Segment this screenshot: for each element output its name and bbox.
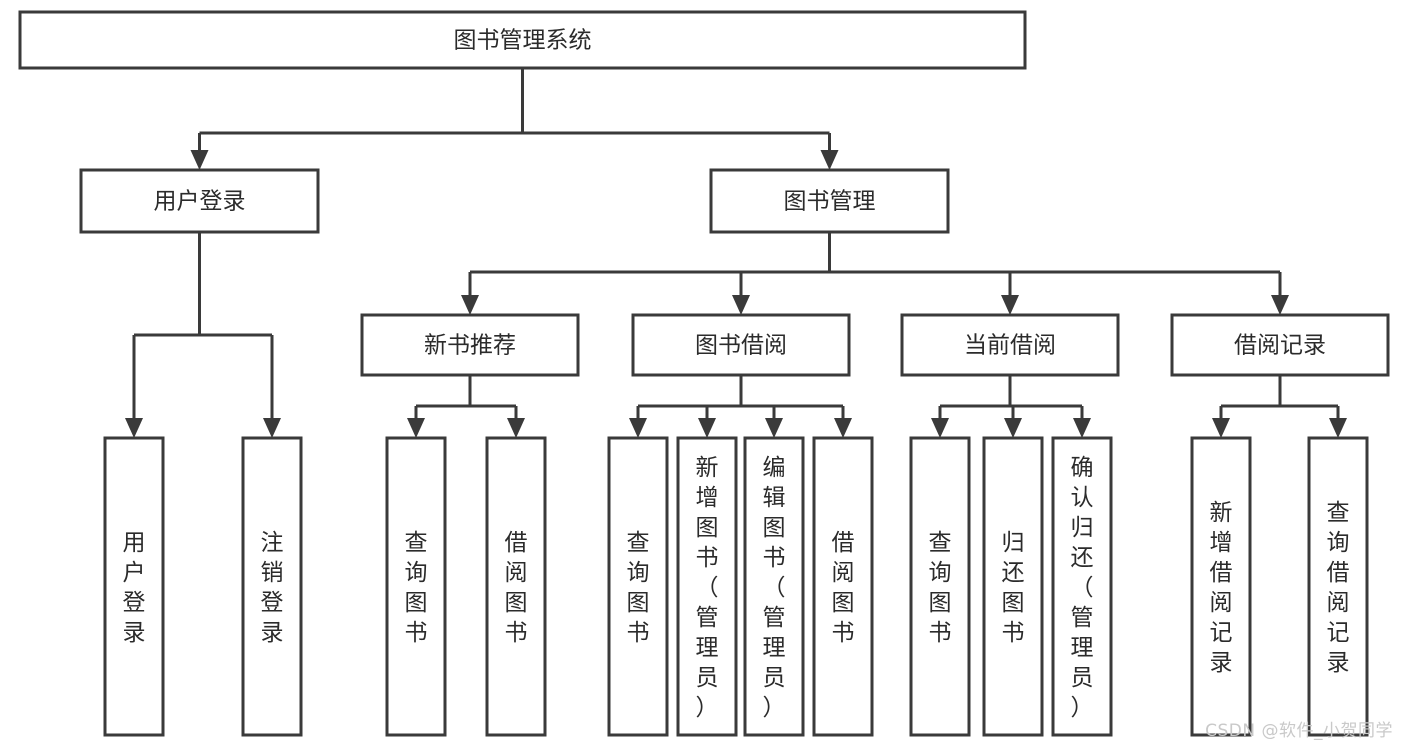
node-label-book-borrow: 图书借阅 bbox=[695, 333, 787, 359]
node-book-borrow[interactable]: 图书借阅 bbox=[631, 313, 851, 377]
connector-layer bbox=[125, 68, 1347, 438]
node-label-leaf-add-book-admin: 新增图书（管理员） bbox=[696, 455, 719, 721]
node-box-book-borrow[interactable] bbox=[631, 313, 851, 377]
node-box-leaf-query-borrow-record[interactable] bbox=[1307, 436, 1369, 737]
node-label-leaf-confirm-return-admin: 确认归还（管理员） bbox=[1071, 455, 1094, 721]
node-label-new-book-recommend: 新书推荐 bbox=[424, 333, 516, 359]
node-label-leaf-query-book-borrow: 查询图书 bbox=[627, 530, 650, 646]
connector-group-borrow-record bbox=[1212, 375, 1347, 438]
node-box-current-borrow[interactable] bbox=[900, 313, 1120, 377]
arrow-head bbox=[125, 418, 143, 438]
node-leaf-confirm-return-admin[interactable]: 确认归还（管理员） bbox=[1051, 436, 1113, 737]
node-label-borrow-record: 借阅记录 bbox=[1234, 333, 1326, 359]
node-label-current-borrow: 当前借阅 bbox=[964, 333, 1056, 359]
node-box-leaf-edit-book-admin[interactable] bbox=[743, 436, 805, 737]
connector-group-new-book-recommend bbox=[407, 375, 525, 438]
arrow-head bbox=[1001, 295, 1019, 315]
node-leaf-query-book-rec[interactable]: 查询图书 bbox=[385, 436, 447, 737]
node-layer: 图书管理系统用户登录图书管理新书推荐图书借阅当前借阅借阅记录用户登录注销登录查询… bbox=[18, 10, 1390, 737]
node-label-leaf-query-book-rec: 查询图书 bbox=[405, 530, 428, 646]
arrow-head bbox=[1004, 418, 1022, 438]
node-label-leaf-query-book-cur: 查询图书 bbox=[929, 530, 952, 646]
arrow-head bbox=[1073, 418, 1091, 438]
node-leaf-user-login[interactable]: 用户登录 bbox=[103, 436, 165, 737]
node-box-leaf-return-book[interactable] bbox=[982, 436, 1044, 737]
connector-group-user-login bbox=[125, 232, 281, 438]
node-root[interactable]: 图书管理系统 bbox=[18, 10, 1027, 70]
arrow-head bbox=[765, 418, 783, 438]
node-leaf-edit-book-admin[interactable]: 编辑图书（管理员） bbox=[743, 436, 805, 737]
connector-group-current-borrow bbox=[931, 375, 1091, 438]
arrow-head bbox=[1271, 295, 1289, 315]
node-label-root: 图书管理系统 bbox=[454, 28, 592, 54]
connector-group-book-manage bbox=[461, 232, 1289, 315]
connector-group-root bbox=[190, 68, 839, 170]
node-leaf-return-book[interactable]: 归还图书 bbox=[982, 436, 1044, 737]
node-box-leaf-add-borrow-record[interactable] bbox=[1190, 436, 1252, 737]
node-leaf-user-logout[interactable]: 注销登录 bbox=[241, 436, 303, 737]
node-leaf-borrow-book-rec[interactable]: 借阅图书 bbox=[485, 436, 547, 737]
connector-group-book-borrow bbox=[629, 375, 852, 438]
node-book-manage[interactable]: 图书管理 bbox=[709, 168, 950, 234]
node-box-user-login[interactable] bbox=[79, 168, 320, 234]
node-box-leaf-query-book-cur[interactable] bbox=[909, 436, 971, 737]
node-leaf-add-book-admin[interactable]: 新增图书（管理员） bbox=[676, 436, 738, 737]
node-label-leaf-user-login: 用户登录 bbox=[123, 530, 146, 646]
node-box-leaf-add-book-admin[interactable] bbox=[676, 436, 738, 737]
node-label-leaf-borrow-book-rec: 借阅图书 bbox=[505, 530, 528, 646]
arrow-head bbox=[461, 295, 479, 315]
arrow-head bbox=[732, 295, 750, 315]
node-box-root[interactable] bbox=[18, 10, 1027, 70]
node-box-leaf-query-book-borrow[interactable] bbox=[607, 436, 669, 737]
node-box-leaf-confirm-return-admin[interactable] bbox=[1051, 436, 1113, 737]
node-box-leaf-user-logout[interactable] bbox=[241, 436, 303, 737]
arrow-head bbox=[629, 418, 647, 438]
arrow-head bbox=[507, 418, 525, 438]
arrow-head bbox=[190, 150, 209, 170]
arrow-head bbox=[820, 150, 839, 170]
node-label-leaf-edit-book-admin: 编辑图书（管理员） bbox=[763, 455, 786, 721]
node-current-borrow[interactable]: 当前借阅 bbox=[900, 313, 1120, 377]
node-label-book-manage: 图书管理 bbox=[784, 189, 876, 215]
node-new-book-recommend[interactable]: 新书推荐 bbox=[360, 313, 580, 377]
node-box-borrow-record[interactable] bbox=[1170, 313, 1390, 377]
node-leaf-query-borrow-record[interactable]: 查询借阅记录 bbox=[1307, 436, 1369, 737]
node-label-leaf-return-book: 归还图书 bbox=[1002, 530, 1025, 646]
node-label-leaf-add-borrow-record: 新增借阅记录 bbox=[1210, 500, 1233, 676]
node-label-leaf-borrow-book: 借阅图书 bbox=[832, 530, 855, 646]
node-box-leaf-query-book-rec[interactable] bbox=[385, 436, 447, 737]
node-box-leaf-borrow-book[interactable] bbox=[812, 436, 874, 737]
arrow-head bbox=[1329, 418, 1347, 438]
node-label-leaf-query-borrow-record: 查询借阅记录 bbox=[1327, 500, 1350, 676]
node-box-leaf-borrow-book-rec[interactable] bbox=[485, 436, 547, 737]
csdn-watermark: CSDN @软件_小贺同学 bbox=[1205, 721, 1393, 741]
node-box-book-manage[interactable] bbox=[709, 168, 950, 234]
node-box-new-book-recommend[interactable] bbox=[360, 313, 580, 377]
node-user-login[interactable]: 用户登录 bbox=[79, 168, 320, 234]
node-box-leaf-user-login[interactable] bbox=[103, 436, 165, 737]
arrow-head bbox=[1212, 418, 1230, 438]
node-borrow-record[interactable]: 借阅记录 bbox=[1170, 313, 1390, 377]
node-leaf-query-book-borrow[interactable]: 查询图书 bbox=[607, 436, 669, 737]
node-leaf-add-borrow-record[interactable]: 新增借阅记录 bbox=[1190, 436, 1252, 737]
arrow-head bbox=[698, 418, 716, 438]
arrow-head bbox=[407, 418, 425, 438]
arrow-head bbox=[834, 418, 852, 438]
node-leaf-borrow-book[interactable]: 借阅图书 bbox=[812, 436, 874, 737]
node-leaf-query-book-cur[interactable]: 查询图书 bbox=[909, 436, 971, 737]
node-label-leaf-user-logout: 注销登录 bbox=[261, 530, 284, 646]
arrow-head bbox=[263, 418, 281, 438]
node-label-user-login: 用户登录 bbox=[154, 189, 246, 215]
arrow-head bbox=[931, 418, 949, 438]
